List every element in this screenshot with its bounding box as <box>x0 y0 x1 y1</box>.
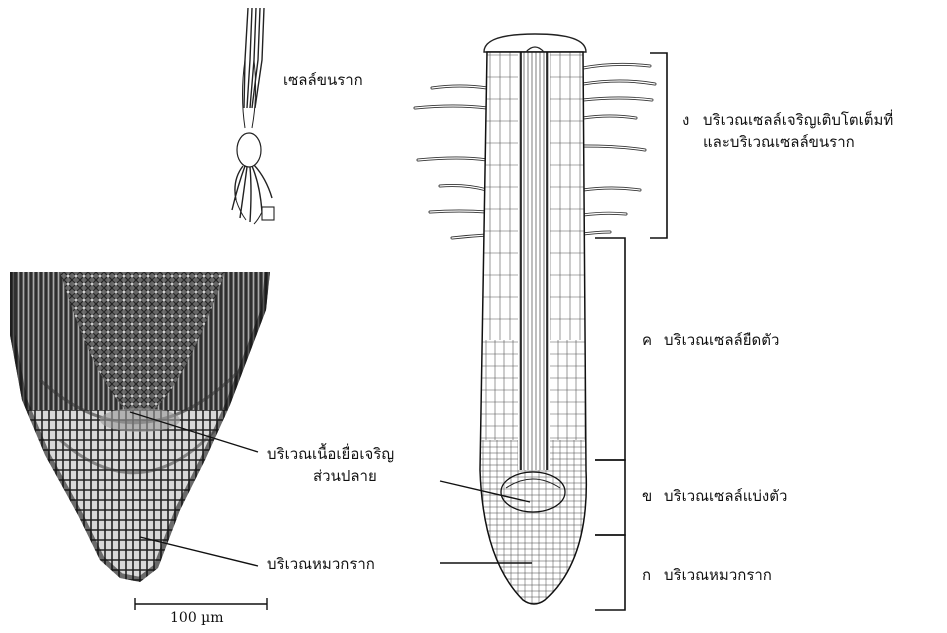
root-hair-label: เซลล์ขนราก <box>283 70 363 91</box>
zone-a-label: บริเวณหมวกราก <box>664 565 772 586</box>
bracket-zone-d <box>650 53 667 238</box>
zone-d-letter: ง <box>682 110 689 131</box>
zone-a-letter: ก <box>642 565 651 586</box>
bracket-zone-c <box>595 238 625 460</box>
zone-b-letter: ข <box>642 486 652 507</box>
zone-c-letter: ค <box>642 330 652 351</box>
scale-bar-label: 100 µm <box>170 608 224 629</box>
root-longitudinal-section <box>470 34 600 610</box>
meristem-label-line1: บริเวณเนื้อเยื่อเจริญ <box>267 444 394 465</box>
seedling-thumbnail <box>232 8 274 224</box>
zone-b-label: บริเวณเซลล์แบ่งตัว <box>664 486 787 507</box>
bracket-zone-b <box>595 460 625 535</box>
bracket-zone-a <box>595 535 625 610</box>
root-tip-micrograph <box>10 272 270 600</box>
root-cap-label-left: บริเวณหมวกราก <box>267 554 375 575</box>
meristem-label-line2: ส่วนปลาย <box>313 466 377 487</box>
zone-d-label-line2: และบริเวณเซลล์ขนราก <box>703 132 855 153</box>
zone-c-label: บริเวณเซลล์ยืดตัว <box>664 330 779 351</box>
zone-d-label-line1: บริเวณเซลล์เจริญเติบโตเต็มที่ <box>703 110 893 131</box>
zone-brackets <box>595 53 667 610</box>
